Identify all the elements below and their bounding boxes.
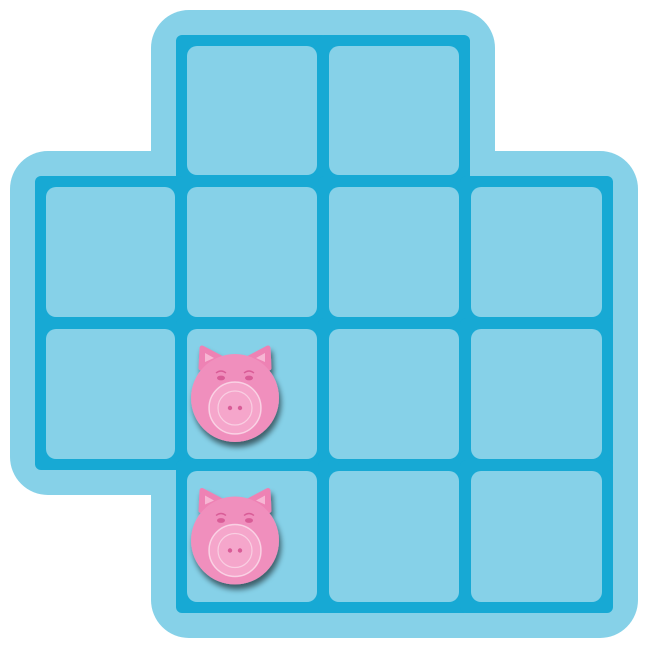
board-cell-r1-c1[interactable] <box>187 187 317 317</box>
board-cell-r0-c2[interactable] <box>329 46 459 175</box>
pig-piece[interactable] <box>191 491 279 585</box>
pig-eye-right <box>245 376 253 381</box>
board-cell-r0-c1[interactable] <box>187 46 317 175</box>
board-cell-r3-c2[interactable] <box>329 471 459 602</box>
board-cell-r1-c0[interactable] <box>46 187 175 317</box>
pig-nostril-left <box>228 548 232 552</box>
pig-nostril-right <box>238 548 242 552</box>
board-cell-r2-c3[interactable] <box>471 329 602 459</box>
board-cell-r1-c3[interactable] <box>471 187 602 317</box>
pig-nostril-left <box>228 406 232 410</box>
pig-eye-left <box>217 518 225 523</box>
pig-eye-left <box>217 376 225 381</box>
board-cell-r1-c2[interactable] <box>329 187 459 317</box>
board-cell-r3-c3[interactable] <box>471 471 602 602</box>
pig-eye-right <box>245 518 253 523</box>
pig-piece[interactable] <box>191 348 279 442</box>
pig-nostril-right <box>238 406 242 410</box>
pig-snout-ring <box>209 525 261 577</box>
board-cell-r2-c0[interactable] <box>46 329 175 459</box>
board-cell-r2-c2[interactable] <box>329 329 459 459</box>
pig-snout-ring <box>209 382 261 434</box>
